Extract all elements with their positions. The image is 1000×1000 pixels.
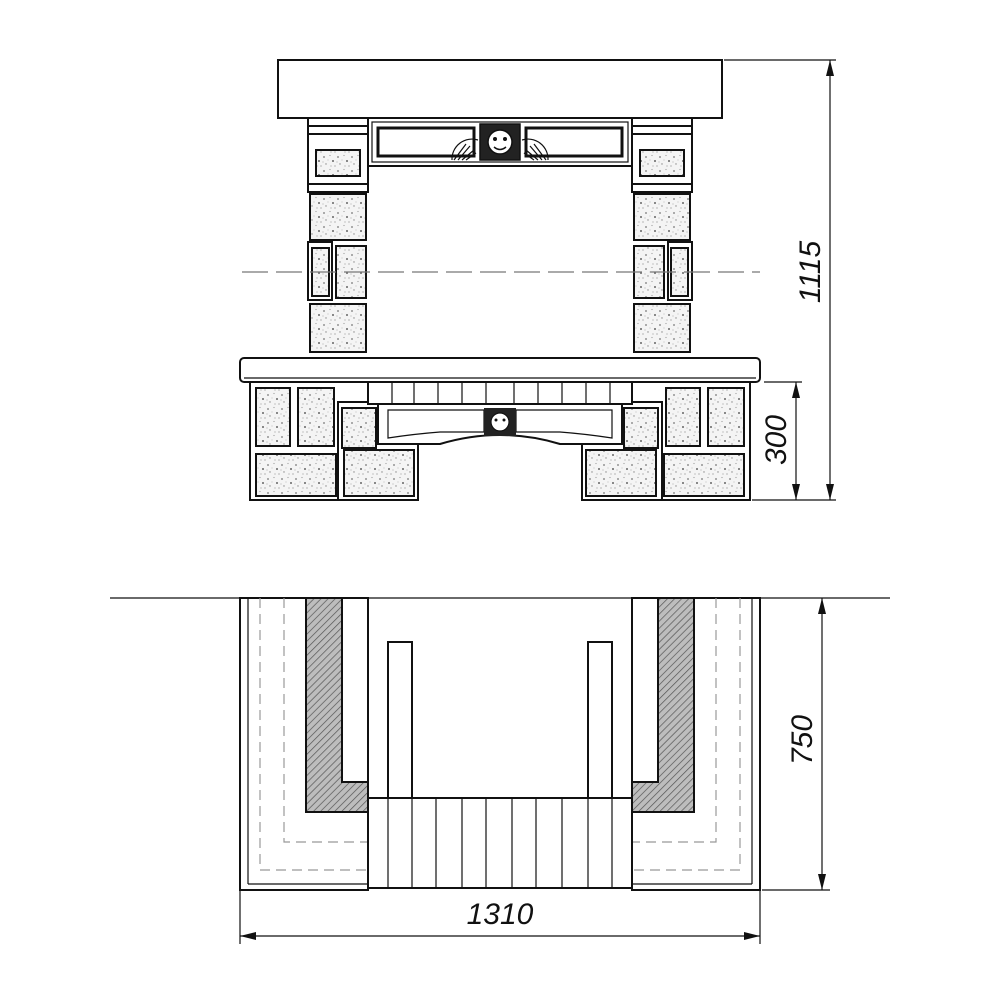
base-right (581, 381, 751, 501)
dimension-label-300: 300 (760, 415, 793, 465)
dimension-1115: 1115 (724, 59, 836, 501)
front-view: 1115 300 (239, 59, 836, 501)
base-frieze (377, 403, 623, 445)
dimension-750: 750 (762, 598, 830, 891)
plan-view: 750 1310 (110, 597, 890, 944)
mantel-slab (277, 59, 723, 119)
right-column (631, 117, 693, 353)
dimension-label-1115: 1115 (794, 241, 827, 304)
dimension-label-750: 750 (786, 715, 819, 765)
dimension-1310: 1310 (239, 890, 761, 944)
left-column (307, 117, 369, 353)
grate-fins (367, 381, 633, 405)
dimension-label-1310: 1310 (467, 898, 534, 931)
frieze-panel (367, 117, 633, 167)
dimension-300: 300 (760, 381, 802, 500)
plan-grate (367, 797, 633, 889)
